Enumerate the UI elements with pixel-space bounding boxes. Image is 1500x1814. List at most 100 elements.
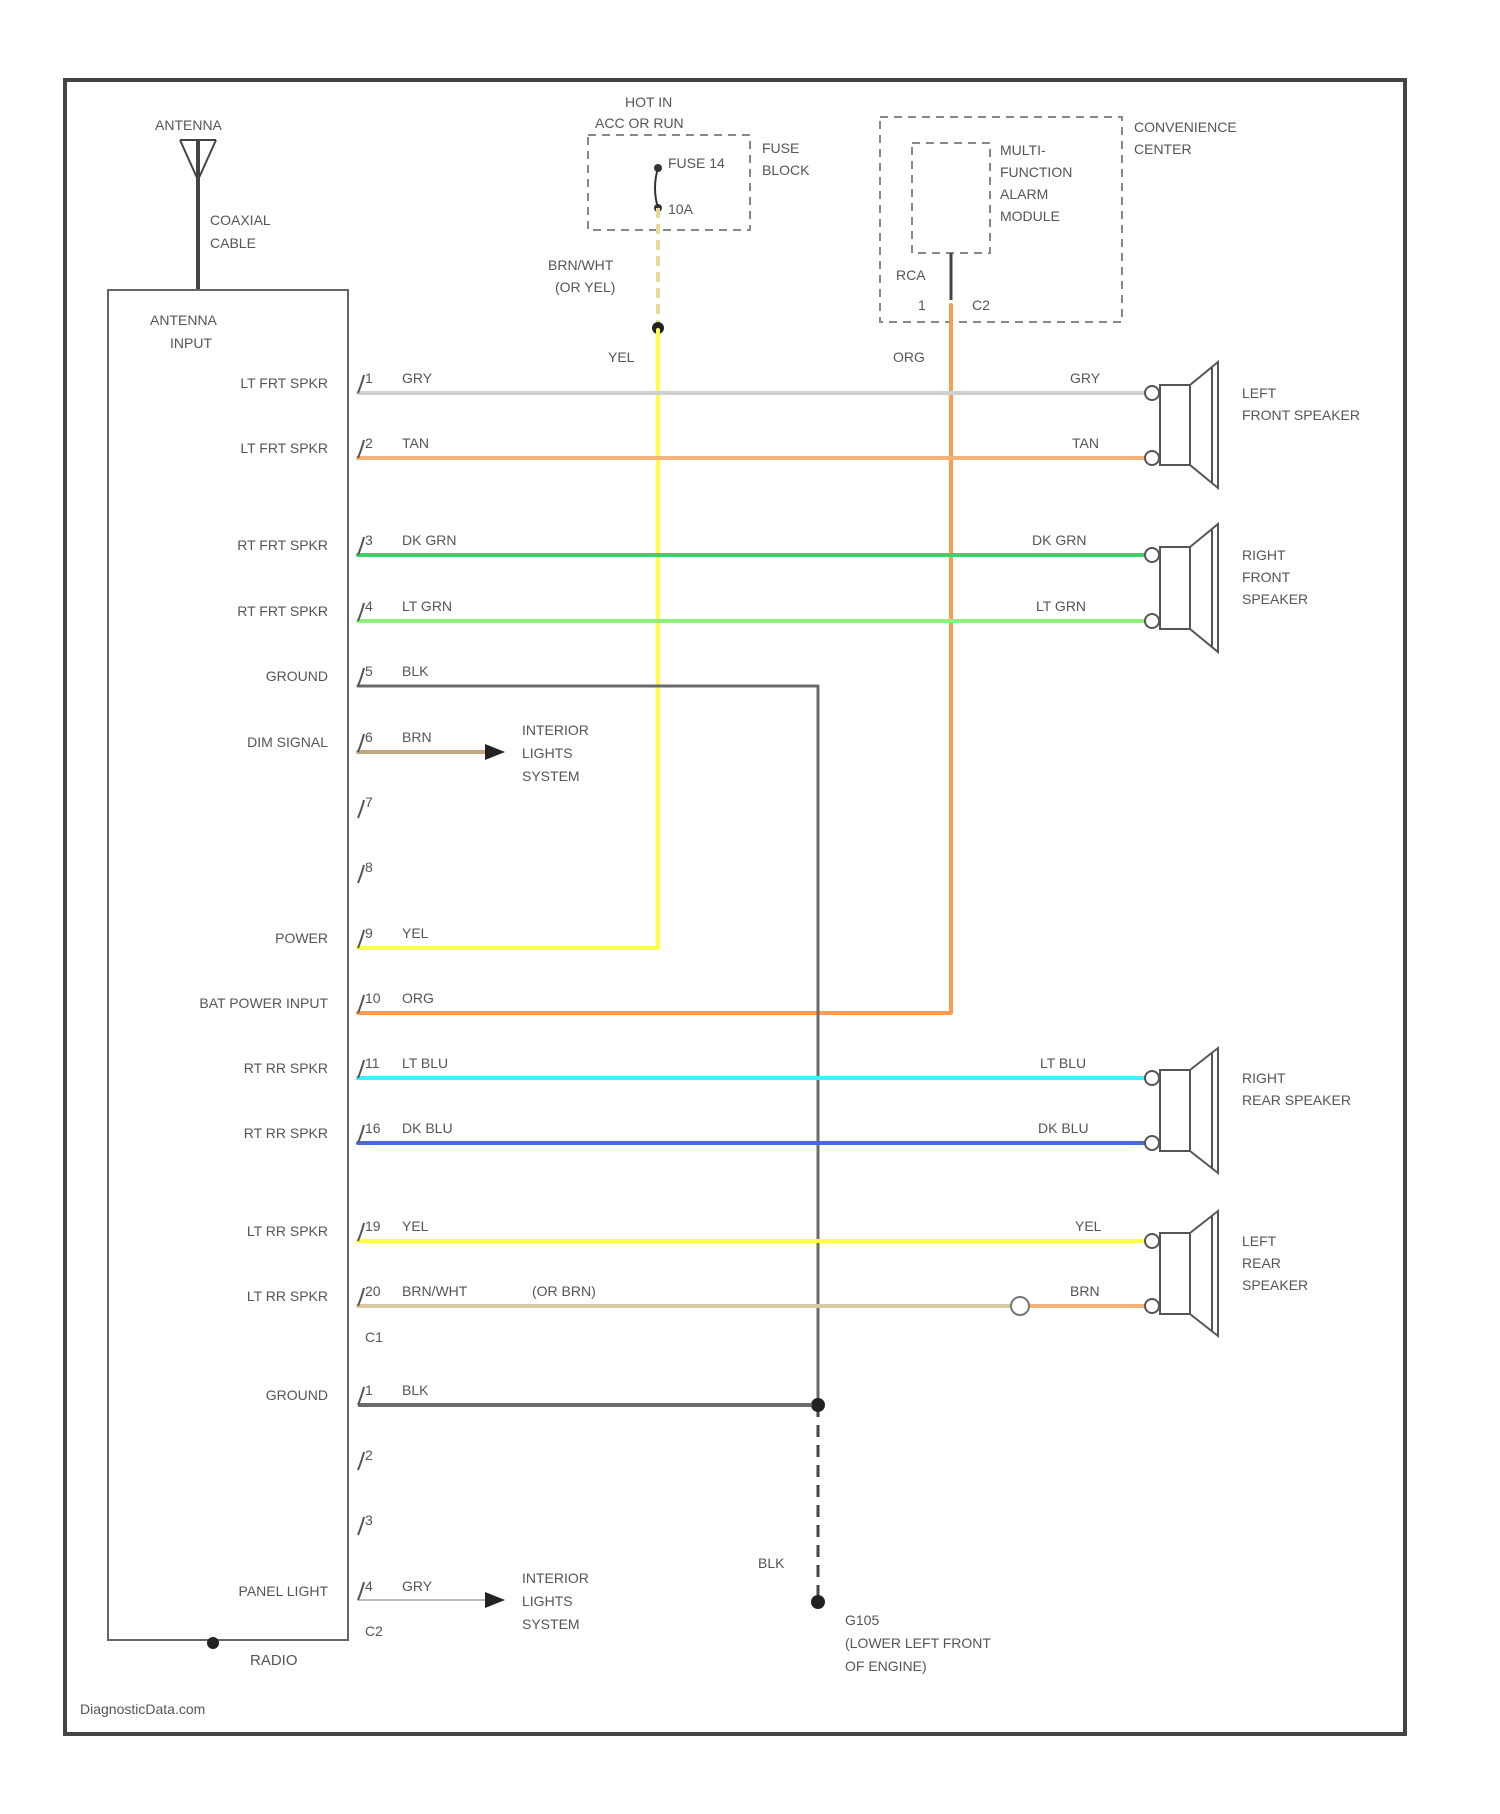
left-rear-speaker-label-3: SPEAKER <box>1242 1277 1308 1293</box>
alarm-module-box <box>912 143 990 253</box>
radio-row: 3 <box>365 1512 373 1528</box>
radio-row: LT RR SPKR 19 YEL <box>247 1218 429 1239</box>
row-wire: LT GRN <box>402 598 452 614</box>
left-rear-speaker-icon <box>1145 1211 1218 1336</box>
g105-label-3: OF ENGINE) <box>845 1658 927 1674</box>
row-label: RT FRT SPKR <box>237 537 328 553</box>
row-pin: 7 <box>365 794 373 810</box>
row-pin: 10 <box>365 990 381 1006</box>
connector-c2: C2 <box>365 1623 383 1639</box>
row-wire: DK BLU <box>402 1120 453 1136</box>
row-wire-alt: (OR BRN) <box>532 1283 596 1299</box>
right-rear-speaker-label: RIGHT <box>1242 1070 1286 1086</box>
rr-wire-b: DK BLU <box>1038 1120 1089 1136</box>
row-label: GROUND <box>266 1387 328 1403</box>
fuse-block-label: FUSE <box>762 140 799 156</box>
hot-label-2: ACC OR RUN <box>595 115 684 131</box>
row-pin: 19 <box>365 1218 381 1234</box>
org-bat-wire <box>358 305 951 1013</box>
row-label: LT RR SPKR <box>247 1288 328 1304</box>
hot-label: HOT IN <box>625 94 672 110</box>
fuse-block-label-2: BLOCK <box>762 162 810 178</box>
radio-row: BAT POWER INPUT 10 ORG <box>199 990 434 1011</box>
left-rear-speaker-label-2: REAR <box>1242 1255 1281 1271</box>
rf-wire-b: LT GRN <box>1036 598 1086 614</box>
row-pin: 1 <box>365 1382 373 1398</box>
row-wire: GRY <box>402 1578 433 1594</box>
right-front-speaker-icon <box>1145 524 1218 652</box>
row-pin: 1 <box>365 370 373 386</box>
rf-wire-a: DK GRN <box>1032 532 1086 548</box>
row-wire: BRN/WHT <box>402 1283 468 1299</box>
lr-wire-a: YEL <box>1075 1218 1102 1234</box>
fuse-rating: 10A <box>668 201 694 217</box>
row-wire: GRY <box>402 370 433 386</box>
left-front-speaker-icon <box>1145 362 1218 488</box>
brand-watermark: DiagnosticData.com <box>80 1701 205 1717</box>
right-rear-speaker-icon <box>1145 1048 1218 1173</box>
row-wire: LT BLU <box>402 1055 448 1071</box>
antenna-input-label: ANTENNA <box>150 312 218 328</box>
radio-row: 7 <box>365 794 373 810</box>
row-pin: 4 <box>365 1578 373 1594</box>
row-pin: 20 <box>365 1283 381 1299</box>
row-pin: 3 <box>365 1512 373 1528</box>
row-pin: 2 <box>365 1447 373 1463</box>
inline-connector <box>1011 1297 1029 1315</box>
interior-lights-label-2b: LIGHTS <box>522 1593 573 1609</box>
row-wire: BRN <box>402 729 432 745</box>
ground-g105-dot <box>811 1595 825 1609</box>
interior-lights-label-2: INTERIOR <box>522 1570 589 1586</box>
interior-lights-label-1b: LIGHTS <box>522 745 573 761</box>
rca-label: RCA <box>896 267 926 283</box>
interior-lights-label-1c: SYSTEM <box>522 768 580 784</box>
radio-ground-dot <box>207 1637 219 1649</box>
alarm-module-label: MULTI- <box>1000 142 1046 158</box>
alarm-module-label-3: ALARM <box>1000 186 1048 202</box>
row-wire: ORG <box>402 990 434 1006</box>
coaxial-cable-label-2: CABLE <box>210 235 256 251</box>
g105-label: G105 <box>845 1612 879 1628</box>
row-label: DIM SIGNAL <box>247 734 328 750</box>
row-label: RT FRT SPKR <box>237 603 328 619</box>
dim-arrow-icon <box>485 744 505 760</box>
org-wire-label: ORG <box>893 349 925 365</box>
radio-row: 8 <box>365 859 373 875</box>
row-label: LT RR SPKR <box>247 1223 328 1239</box>
antenna-label: ANTENNA <box>155 117 223 133</box>
left-front-speaker-label-2: FRONT SPEAKER <box>1242 407 1360 423</box>
convenience-center-label: CONVENIENCE <box>1134 119 1237 135</box>
lf-wire-b: TAN <box>1072 435 1099 451</box>
pin-stubs <box>358 375 364 1600</box>
row-wire: YEL <box>402 1218 429 1234</box>
conn-pin-label: 1 <box>918 297 926 313</box>
fuse-wire-label-2: (OR YEL) <box>555 279 615 295</box>
rr-wire-a: LT BLU <box>1040 1055 1086 1071</box>
fuse-wire-label: BRN/WHT <box>548 257 614 273</box>
row-label: GROUND <box>266 668 328 684</box>
coaxial-cable-label: COAXIAL <box>210 212 271 228</box>
row-label: BAT POWER INPUT <box>199 995 328 1011</box>
row-pin: 6 <box>365 729 373 745</box>
yel-wire-label: YEL <box>608 349 635 365</box>
radio-label: RADIO <box>250 1652 298 1669</box>
right-front-speaker-label: RIGHT <box>1242 547 1286 563</box>
lr-wire-b: BRN <box>1070 1283 1100 1299</box>
row-wire: DK GRN <box>402 532 456 548</box>
interior-lights-label-2c: SYSTEM <box>522 1616 580 1632</box>
conn-c2-label: C2 <box>972 297 990 313</box>
g105-label-2: (LOWER LEFT FRONT <box>845 1635 991 1651</box>
radio-box <box>108 290 348 1640</box>
left-front-speaker-label: LEFT <box>1242 385 1277 401</box>
right-front-speaker-label-2: FRONT <box>1242 569 1291 585</box>
radio-row: 2 <box>365 1447 373 1463</box>
alarm-module-label-2: FUNCTION <box>1000 164 1072 180</box>
row-label: LT FRT SPKR <box>240 440 328 456</box>
fuse-name: FUSE 14 <box>668 155 725 171</box>
row-pin: 4 <box>365 598 373 614</box>
convenience-center-label-2: CENTER <box>1134 141 1192 157</box>
